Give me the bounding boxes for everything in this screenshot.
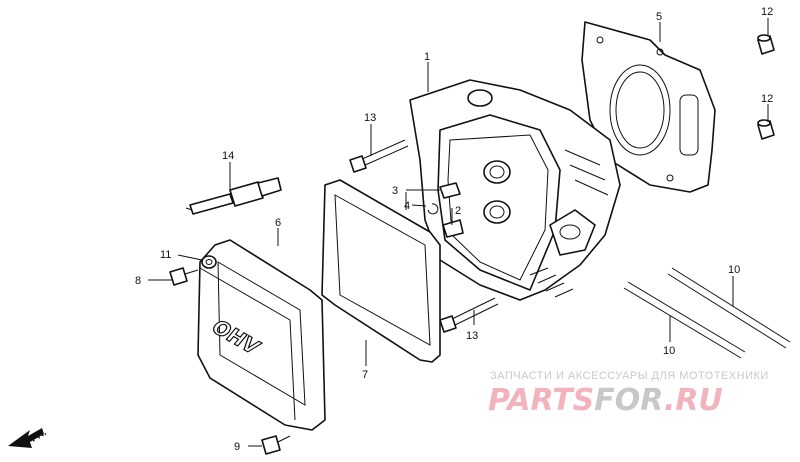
clip-ring [427, 203, 439, 215]
head-bolt-lower [439, 297, 499, 333]
cylinder-head [409, 79, 621, 301]
callout-14: 14 [222, 150, 234, 162]
callout-5: 5 [656, 11, 662, 23]
dowel-pin-upper [757, 34, 775, 55]
watermark-brand-for: FOR [594, 383, 664, 418]
head-bolt-upper [349, 139, 409, 173]
callout-11: 11 [160, 249, 171, 261]
svg-text:PARTSFOR.RU: PARTSFOR.RU [488, 383, 723, 418]
watermark-subtitle: ЗАПЧАСТИ И АКСЕССУАРЫ ДЛЯ МОТОТЕХНИКИ [490, 370, 769, 382]
cover-bolt [169, 267, 199, 286]
stud-bolt-lower [623, 281, 746, 359]
front-label: FR. [29, 427, 49, 445]
spark-plug [185, 177, 282, 215]
callout-10-upper: 10 [728, 264, 740, 276]
valve-guide [439, 182, 464, 238]
callout-6: 6 [275, 217, 281, 229]
sealing-washer [201, 255, 217, 269]
callout-2: 2 [455, 205, 461, 217]
callout-10-lower: 10 [663, 345, 675, 357]
callout-12-lower: 12 [761, 93, 773, 105]
callout-9: 9 [234, 441, 240, 453]
stud-bolt-upper [667, 267, 791, 349]
callout-13-upper: 13 [364, 112, 376, 124]
front-direction-arrow [8, 428, 44, 448]
dowel-pin-lower [757, 119, 775, 140]
watermark: ЗАПЧАСТИ И АКСЕССУАРЫ ДЛЯ МОТОТЕХНИКИ PA… [488, 370, 769, 418]
callout-3: 3 [392, 185, 398, 197]
leader-lines [148, 18, 769, 447]
flange-bolt [261, 435, 291, 455]
watermark-brand-parts: PARTS [488, 383, 594, 418]
watermark-brand-ru: .RU [664, 383, 723, 418]
cover-gasket [321, 179, 441, 363]
callout-4: 4 [404, 200, 410, 212]
callout-8: 8 [135, 275, 141, 287]
callout-7: 7 [362, 369, 368, 381]
callout-12-upper: 12 [761, 6, 773, 18]
callout-13-lower: 13 [466, 330, 478, 342]
callout-1: 1 [424, 51, 430, 63]
head-gasket [581, 21, 716, 193]
valve-cover [197, 239, 326, 431]
